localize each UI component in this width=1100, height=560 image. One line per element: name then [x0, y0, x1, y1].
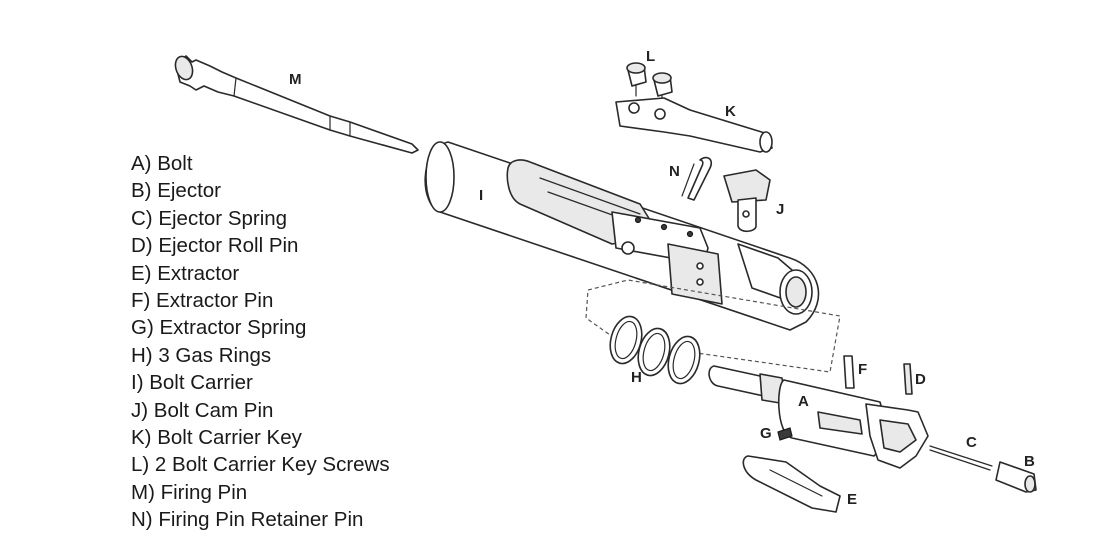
legend-item-bolt-carrier-key: K) Bolt Carrier Key	[131, 426, 302, 450]
gas-rings-part	[609, 315, 701, 385]
callout-h: H	[631, 369, 642, 386]
callout-m: M	[289, 71, 302, 88]
bolt-carrier-part	[424, 141, 820, 331]
ejector-part	[995, 461, 1037, 493]
legend-item-ejector-roll-pin: D) Ejector Roll Pin	[131, 234, 299, 258]
callout-e: E	[847, 491, 857, 508]
callout-i: I	[479, 187, 483, 204]
legend-item-extractor: E) Extractor	[131, 261, 240, 285]
parts-legend: A) Bolt B) Ejector C) Ejector Spring D) …	[131, 150, 390, 534]
legend-item-extractor-spring: G) Extractor Spring	[131, 316, 307, 340]
legend-item-firing-pin: M) Firing Pin	[131, 480, 248, 504]
callout-b: B	[1024, 453, 1035, 470]
legend-item-bolt-cam-pin: J) Bolt Cam Pin	[131, 398, 274, 422]
bolt-part	[708, 365, 929, 469]
legend-item-key-screws: L) 2 Bolt Carrier Key Screws	[131, 453, 390, 477]
callout-j: J	[776, 201, 784, 218]
extractor-pin-part	[843, 355, 855, 389]
ejector-spring-part	[929, 445, 993, 471]
callout-g: G	[760, 425, 772, 442]
callout-c: C	[966, 434, 977, 451]
callout-k: K	[725, 103, 736, 120]
bolt-carrier-key-part	[615, 97, 773, 153]
legend-item-extractor-pin: F) Extractor Pin	[131, 289, 274, 313]
legend-item-bolt: A) Bolt	[131, 152, 193, 175]
extractor-spring-part	[777, 427, 793, 441]
extractor-part	[742, 455, 841, 513]
callout-l: L	[646, 48, 655, 65]
legend-item-gas-rings: H) 3 Gas Rings	[131, 343, 272, 367]
cam-pin-part	[723, 169, 771, 233]
callout-a: A	[798, 393, 809, 410]
callout-f: F	[858, 361, 867, 378]
ejector-roll-pin-part	[903, 363, 913, 395]
retainer-pin-part	[681, 156, 713, 201]
callout-d: D	[915, 371, 926, 388]
legend-item-ejector-spring: C) Ejector Spring	[131, 206, 288, 230]
callout-n: N	[669, 163, 680, 180]
key-screws-part	[626, 62, 673, 105]
legend-item-bolt-carrier: I) Bolt Carrier	[131, 371, 253, 395]
legend-item-ejector: B) Ejector	[131, 179, 221, 203]
legend-item-firing-pin-retainer-pin: N) Firing Pin Retainer Pin	[131, 508, 364, 532]
firing-pin-part	[174, 55, 419, 154]
